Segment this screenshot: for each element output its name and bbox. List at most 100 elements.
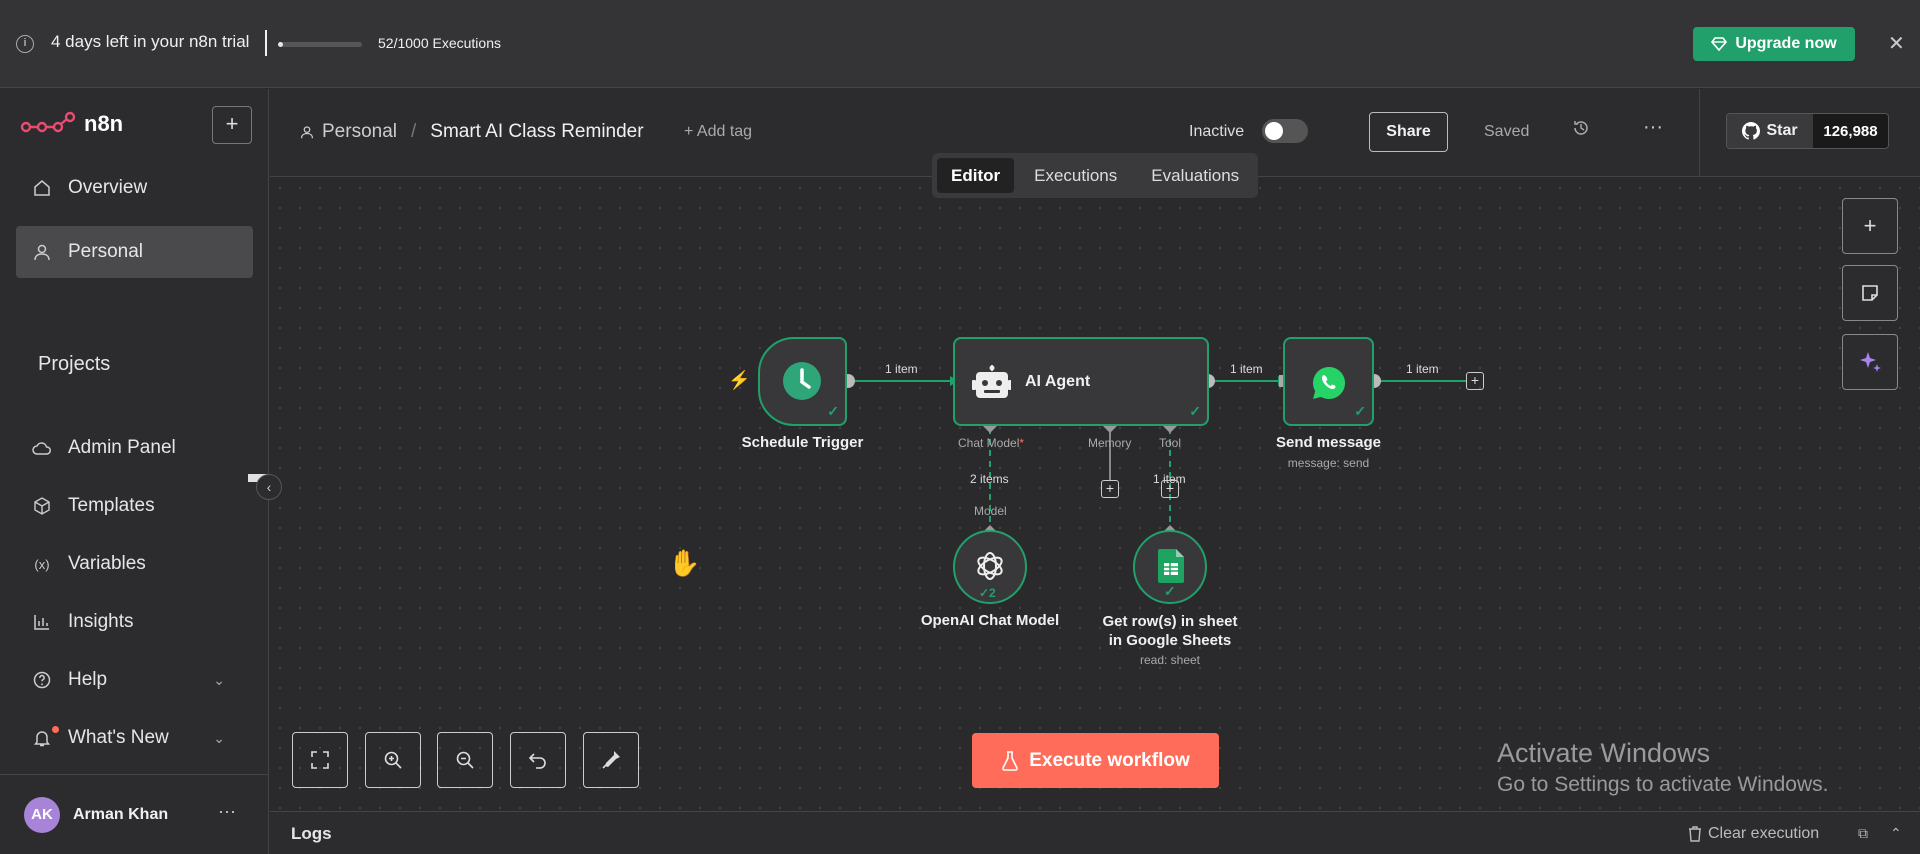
run-count-badge: ✓2 [979,586,996,600]
tab-executions[interactable]: Executions [1034,165,1118,185]
cloud-icon [32,438,52,458]
watermark-subtitle: Go to Settings to activate Windows. [1497,773,1829,796]
upgrade-button[interactable]: Upgrade now [1693,27,1855,61]
bar-chart-icon [32,612,52,632]
logs-title: Logs [291,824,332,843]
google-sheets-icon [1158,549,1184,583]
toggle-knob [1265,122,1283,140]
github-star-label: Star [1766,122,1798,139]
node-label: Send message [1275,434,1382,451]
add-node-button[interactable]: + [1466,372,1484,390]
edge-label: 2 items [970,472,1009,486]
execute-workflow-button[interactable]: Execute workflow [972,733,1219,788]
sidebar-item-insights[interactable]: Insights [16,596,253,648]
add-tool-button[interactable]: + [1161,480,1179,498]
user-more-icon[interactable]: ··· [218,801,236,821]
node-label: Get row(s) in sheet in Google Sheets [1102,613,1238,649]
help-icon [32,670,52,690]
add-tag-button[interactable]: + Add tag [684,123,753,140]
sidebar-item-help[interactable]: Help ⌄ [16,654,253,706]
tab-editor[interactable]: Editor [937,158,1015,193]
success-check-icon: ✓ [1164,583,1176,599]
n8n-logo-icon [20,111,76,133]
upgrade-label: Upgrade now [1735,35,1837,52]
trial-banner: i 4 days left in your n8n trial 52/1000 … [0,0,1920,88]
node-openai-chat-model[interactable]: ✓2 [953,530,1027,604]
share-button[interactable]: Share [1369,112,1448,152]
sidebar-collapse-button[interactable]: ‹ [256,474,282,500]
hand-cursor-icon: ✋ [668,548,701,578]
sidebar-item-variables[interactable]: (x) Variables [16,538,253,590]
sidebar-item-label: Variables [68,553,146,574]
node-ai-agent[interactable]: AI Agent ✓ [953,337,1209,426]
create-button[interactable]: + [212,106,252,144]
add-node-panel-button[interactable]: + [1842,198,1898,254]
sidebar-item-admin-panel[interactable]: Admin Panel [16,422,253,474]
n8n-logo[interactable]: n8n [20,111,123,137]
node-schedule-trigger[interactable]: ✓ [758,337,847,426]
close-icon[interactable]: ✕ [1888,33,1905,55]
user-name: Arman Khan [73,806,169,823]
success-check-icon: ✓ [1354,403,1366,419]
history-icon[interactable] [1572,119,1590,142]
breadcrumb-project[interactable]: Personal [322,121,397,142]
add-memory-button[interactable]: + [1101,480,1119,498]
user-menu[interactable]: AK Arman Khan ··· [0,774,269,854]
sidebar-item-label: Templates [68,495,155,516]
edge-label: 1 item [885,362,918,376]
tidy-up-icon[interactable] [583,732,639,788]
edge-label: 1 item [1230,362,1263,376]
ai-assistant-icon[interactable] [1842,334,1898,390]
workflow-name[interactable]: Smart AI Class Reminder [430,121,644,142]
sidebar-item-whats-new[interactable]: What's New ⌄ [16,712,253,764]
success-check-icon: ✓ [1189,403,1201,419]
projects-heading: Projects [38,353,111,375]
flask-icon [1002,750,1019,771]
github-star[interactable]: Star [1727,114,1813,148]
clear-execution-button[interactable]: Clear execution [1688,825,1819,843]
breadcrumb: Personal / Smart AI Class Reminder [300,121,644,143]
workflow-header: Personal / Smart AI Class Reminder + Add… [270,89,1920,177]
node-subtitle: message: send [1287,456,1370,470]
user-icon [32,242,52,262]
trial-text: 4 days left in your n8n trial [51,32,250,51]
zoom-in-icon[interactable] [365,732,421,788]
more-icon[interactable]: ··· [1643,116,1663,138]
pop-out-icon[interactable]: ⧉ [1858,825,1868,841]
user-icon [300,126,314,139]
avatar: AK [24,797,60,833]
sidebar-item-overview[interactable]: Overview [16,162,253,214]
github-icon [1742,122,1761,140]
sidebar-item-label: Admin Panel [68,437,176,458]
node-label: OpenAI Chat Model [920,612,1060,629]
status-label: Inactive [1189,123,1245,140]
chevron-up-icon[interactable]: ⌃ [1890,825,1902,841]
execute-workflow-label: Execute workflow [1029,749,1190,771]
zoom-out-icon[interactable] [437,732,493,788]
tool-port-label: Tool [1159,436,1182,450]
logs-panel[interactable]: Logs Clear execution ⧉ ⌃ [270,811,1920,854]
sidebar-item-personal[interactable]: Personal [16,226,253,278]
breadcrumb-separator: / [411,121,417,142]
notification-dot [52,726,59,733]
undo-icon[interactable] [510,732,566,788]
node-send-message[interactable]: ✓ [1283,337,1374,426]
tab-evaluations[interactable]: Evaluations [1151,165,1240,185]
sidebar-item-label: Help [68,669,108,690]
trigger-bolt-icon: ⚡ [728,370,751,390]
workflow-canvas[interactable]: ⚡ ✓ Schedule Trigger 1 item AI Agent ✓ C… [270,178,1920,811]
chevron-down-icon: ⌄ [213,671,225,688]
sidebar-item-label: Overview [68,177,148,198]
chat-model-port-label: Chat Model* [958,436,1025,450]
active-toggle[interactable] [1262,119,1308,143]
sticky-note-icon[interactable] [1842,265,1898,321]
edges-layer [841,374,1466,539]
github-star-button[interactable]: Star 126,988 [1726,113,1889,149]
info-icon: i [16,35,34,53]
node-google-sheets[interactable]: ✓ [1133,530,1207,604]
fit-view-icon[interactable] [292,732,348,788]
success-check-icon: ✓ [827,403,839,419]
trash-icon [1689,826,1701,842]
node-subtitle: read: sheet [1139,653,1201,667]
sidebar-item-templates[interactable]: Templates [16,480,253,532]
